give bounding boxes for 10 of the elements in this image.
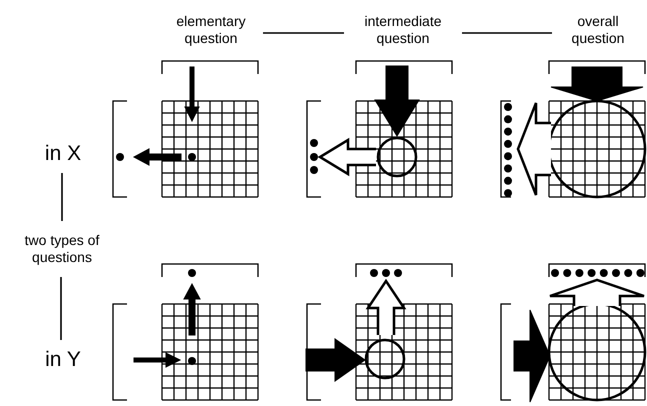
row-label: in X	[44, 141, 82, 167]
column-heading: overall question	[570, 13, 626, 47]
connector-line	[462, 32, 552, 34]
connector-line	[61, 173, 63, 221]
connector-line	[60, 277, 62, 340]
connector-line	[263, 32, 344, 34]
row-label: in Y	[45, 347, 81, 373]
axis-title: two types of questions	[24, 232, 100, 266]
column-heading: elementary question	[175, 13, 247, 47]
column-heading: intermediate question	[363, 13, 443, 47]
